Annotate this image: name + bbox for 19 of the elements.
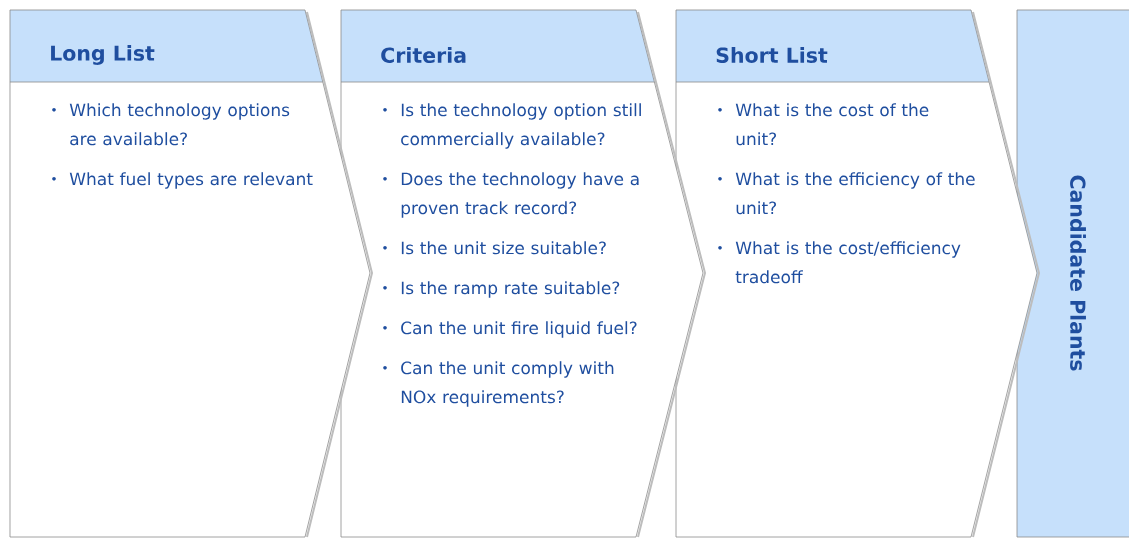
bullet-item: What is the cost/efficiency tradeoff [718, 241, 961, 284]
bullet-item: Can the unit fire liquid fuel? [383, 321, 637, 338]
chevron-panel [9, 9, 374, 538]
bullet-item: What is the cost of the unit? [718, 103, 929, 146]
bullet-item: Which technology options are available? [52, 103, 290, 146]
bullet-item: Is the unit size suitable? [383, 241, 606, 255]
chevron-panel [340, 9, 707, 538]
heading: Short List [716, 47, 828, 63]
bullet-item: Does the technology have a proven track record? [383, 172, 639, 218]
bullet-item: Is the technology option still commercially available? [383, 103, 641, 149]
heading: Long List [51, 45, 155, 65]
bullet-item: What is the efficiency of the unit? [718, 172, 975, 215]
bullet-item: What fuel types are relevant [52, 172, 313, 189]
bullet-item: Is the ramp rate suitable? [383, 281, 620, 298]
bullet-item: Can the unit comply with NOx requirements? [383, 361, 614, 407]
heading: Candidate Plants [1070, 175, 1086, 371]
heading: Criteria [381, 47, 466, 63]
result-box [1016, 9, 1129, 538]
chevron-panel [675, 9, 1041, 538]
